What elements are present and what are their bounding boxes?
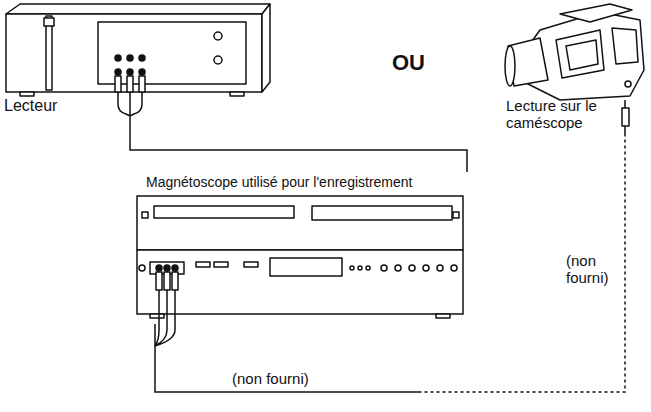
recorder-button xyxy=(196,262,210,267)
jack xyxy=(115,69,121,75)
device-node: Magnétoscope utilisé pour l'enregistreme… xyxy=(130,172,470,324)
camcorder-handle xyxy=(560,4,632,22)
camcorder-jack xyxy=(625,81,631,87)
recorder-button xyxy=(358,266,362,270)
jack xyxy=(115,55,121,61)
recorder-button xyxy=(142,212,148,218)
recorder-jacks xyxy=(156,265,178,271)
recorder-button xyxy=(214,262,228,267)
jack xyxy=(127,55,133,61)
cable-line xyxy=(420,134,625,393)
rca-plug xyxy=(164,272,170,290)
device-node: Lecteur xyxy=(2,2,274,120)
player-knob xyxy=(214,56,222,64)
player-plugs xyxy=(115,76,145,120)
player-foot xyxy=(20,92,34,96)
av-cable xyxy=(155,134,625,393)
rca-plug xyxy=(139,76,145,92)
recorder-upper xyxy=(137,196,463,250)
player-front xyxy=(6,14,262,92)
av-cable xyxy=(130,120,467,172)
recorder-plugs xyxy=(155,272,178,346)
recorder-button xyxy=(437,265,443,271)
camcorder xyxy=(505,4,644,134)
player-latch xyxy=(44,18,54,26)
player-jacks xyxy=(115,55,145,75)
camcorder-plug xyxy=(622,108,629,126)
recorder-button xyxy=(381,265,387,271)
jack xyxy=(156,265,162,271)
player-side xyxy=(262,4,270,92)
recorder-button xyxy=(366,266,370,270)
recorder-lower xyxy=(137,250,463,314)
device-label: Lecture sur le caméscope xyxy=(506,97,614,132)
player-panel xyxy=(98,22,246,84)
note-label: OU xyxy=(392,50,425,75)
recorder-foot xyxy=(436,314,450,318)
recorder-button xyxy=(350,266,354,270)
player-vcr xyxy=(6,4,270,96)
jack xyxy=(164,265,170,271)
power-button xyxy=(139,265,145,271)
jack xyxy=(172,265,178,271)
rca-plug xyxy=(127,76,133,92)
recorder-button xyxy=(409,265,415,271)
recorder-button xyxy=(451,265,457,271)
recorder-vcr xyxy=(137,196,463,318)
tape-slot xyxy=(154,206,294,218)
cable-note: (non fourni) xyxy=(232,370,342,387)
recorder-button xyxy=(395,265,401,271)
player-foot xyxy=(230,92,244,96)
camcorder-side-panel xyxy=(556,30,604,78)
device-label: Magnétoscope utilisé pour l'enregistreme… xyxy=(146,174,466,190)
recorder-display xyxy=(270,258,342,276)
rca-plug xyxy=(115,76,121,92)
device-node: Lecture sur le caméscope xyxy=(500,2,648,134)
recorder-button xyxy=(244,262,258,267)
rca-plug xyxy=(172,272,178,290)
camcorder-plug-wire xyxy=(624,100,626,134)
jack xyxy=(139,55,145,61)
recorder-foot xyxy=(150,314,164,318)
camcorder-lens-front xyxy=(505,46,515,86)
jack xyxy=(127,69,133,75)
recorder-button xyxy=(423,265,429,271)
cable-line xyxy=(155,324,420,392)
disc-tray xyxy=(312,206,452,220)
cable-line xyxy=(130,120,467,172)
camcorder-grip xyxy=(612,28,638,64)
player-top xyxy=(6,4,270,14)
jack xyxy=(139,69,145,75)
cable-note: (non fourni) xyxy=(566,252,620,287)
rca-cable xyxy=(118,92,142,120)
device-label: Lecteur xyxy=(4,97,104,115)
rca-plug xyxy=(156,272,162,290)
camcorder-panel-inner xyxy=(566,40,598,70)
player-slot xyxy=(46,16,52,90)
rca-cable xyxy=(155,290,175,346)
recorder-button xyxy=(453,212,459,218)
player-knob xyxy=(214,32,222,40)
